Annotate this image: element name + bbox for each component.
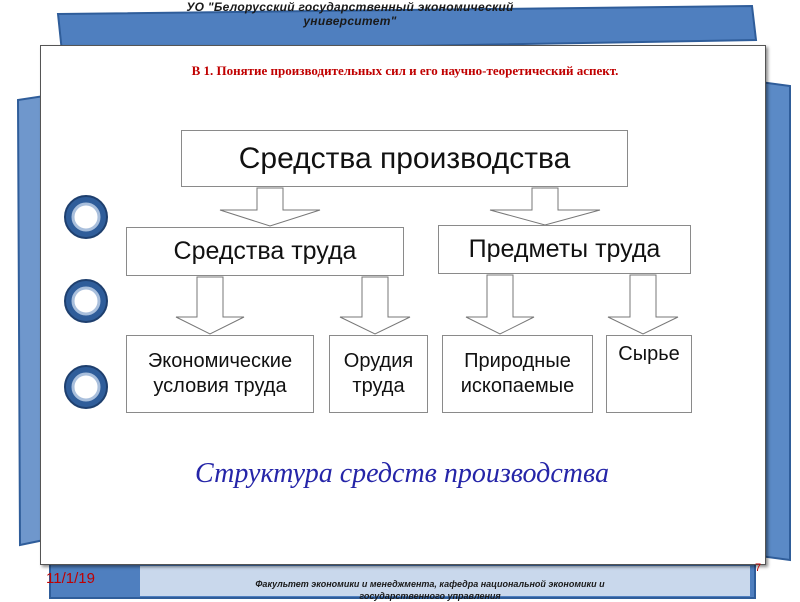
node-objects-of-labor: Предметы труда xyxy=(438,225,691,274)
node-tools-of-labor: Орудия труда xyxy=(329,335,428,413)
binder-ring-icon xyxy=(64,279,108,323)
arrow-objects-to-natural xyxy=(465,274,535,335)
footer-line-1: Факультет экономики и менеджмента, кафед… xyxy=(255,579,605,589)
binder-ring-icon xyxy=(64,195,108,239)
page-number: 7 xyxy=(755,562,762,574)
arrow-root-to-labor-objects xyxy=(489,187,601,226)
diagram-caption: Структура средств производства xyxy=(195,458,609,489)
footer-line-2: государственного управления xyxy=(359,591,501,601)
node-economic-conditions: Экономические условия труда xyxy=(126,335,314,413)
arrow-means-to-tools xyxy=(339,276,411,335)
arrow-root-to-labor-means xyxy=(219,187,321,227)
header-line-2: университет" xyxy=(303,14,397,28)
university-header: УО "Белорусский государственный экономич… xyxy=(130,0,570,28)
node-means-of-production: Средства производства xyxy=(181,130,628,187)
arrow-objects-to-raw xyxy=(607,274,679,335)
back-frame-top xyxy=(56,4,758,54)
node-natural-line-1: Природные xyxy=(464,350,571,372)
faculty-footer: Факультет экономики и менеджмента, кафед… xyxy=(190,578,670,602)
binder-ring-icon xyxy=(64,365,108,409)
section-subtitle: В 1. Понятие производительных сил и его … xyxy=(191,63,619,78)
header-line-1: УО "Белорусский государственный экономич… xyxy=(186,0,514,14)
node-natural-resources: Природные ископаемые xyxy=(442,335,593,413)
arrow-means-to-econ xyxy=(175,276,245,335)
node-raw-materials: Сырье xyxy=(606,335,692,413)
node-economic-line-2: условия труда xyxy=(153,375,287,397)
node-means-of-labor: Средства труда xyxy=(126,227,404,276)
node-tools-line-1: Орудия xyxy=(343,350,414,372)
node-natural-line-2: ископаемые xyxy=(460,375,575,397)
bottom-light-strip xyxy=(140,566,750,596)
node-tools-line-2: труда xyxy=(352,375,405,397)
node-economic-line-1: Экономические xyxy=(147,350,293,372)
slide-date: 11/1/19 xyxy=(46,570,95,587)
